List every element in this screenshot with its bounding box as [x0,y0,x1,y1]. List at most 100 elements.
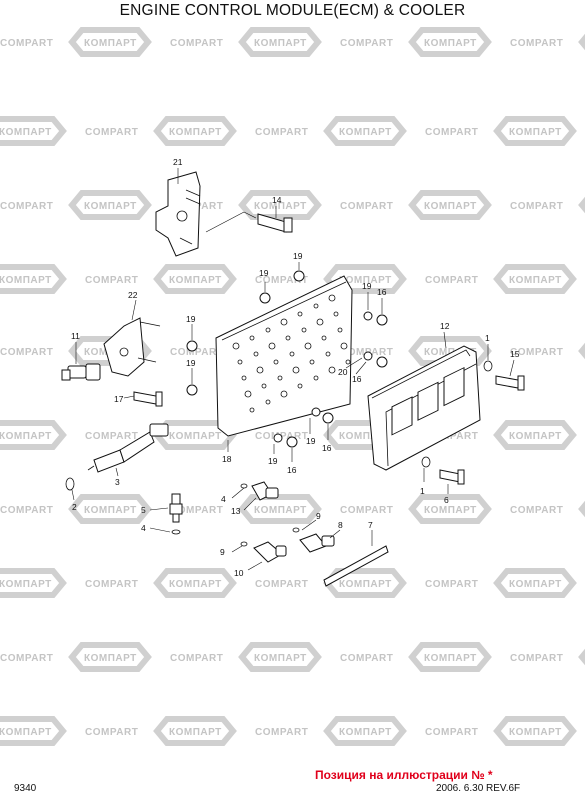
watermark-text-right: COMPART [170,38,223,49]
plate-hole [249,335,255,341]
bolt-17 [123,391,163,407]
o-ring-2 [65,477,75,501]
plate-hole [325,351,331,357]
sensor-13 [231,481,279,511]
watermark-text-right: COMPART [510,38,563,49]
plate-hole [261,383,267,389]
watermark-text-right: COMPART [85,727,138,738]
watermark-logo: КОМПАРТ COMPART [157,719,308,743]
callout-16-b: 16 [352,374,362,384]
watermark-text-right: COMPART [170,347,223,358]
callout-labels: 21 14 22 11 17 19 19 19 19 19 19 19 16 1… [71,157,520,578]
watermark-text-left: КОМПАРТ [84,38,137,49]
plate-hole [333,311,339,317]
watermark-logo: КОМПАРТ COMPART [242,193,393,217]
watermark-text-right: COMPART [340,653,393,664]
plate-hole [340,342,348,350]
plate-hole [253,351,259,357]
watermark-text-right: COMPART [0,653,53,664]
callout-15: 15 [510,349,520,359]
watermark-logo: КОМПАРТ COMPART [72,30,223,54]
callout-14: 14 [272,195,282,205]
bracket-22 [103,299,161,377]
watermark-text-right: COMPART [340,38,393,49]
plate-hole [280,318,288,326]
plate-hole [265,327,271,333]
plate-hole [268,342,276,350]
watermark-text-right: COMPART [170,653,223,664]
callout-19-b: 19 [293,251,303,261]
washer-1-lower [421,456,431,482]
watermark-text-left: КОМПАРТ [254,653,307,664]
watermark-text-right: COMPART [0,347,53,358]
watermark-text-right: COMPART [425,127,478,138]
watermark-logo: КОМПАРТ COMPART [242,30,393,54]
callout-3: 3 [115,477,120,487]
watermark-text-right: COMPART [255,275,308,286]
watermark-logo: КОМПАРТ COMPART [0,719,138,743]
callout-10: 10 [234,568,244,578]
watermark-text-right: COMPART [85,275,138,286]
plate-hole [313,303,319,309]
callout-19-e: 19 [362,281,372,291]
watermark-text-right: COMPART [0,38,53,49]
watermark-text-left: КОМПАРТ [0,727,52,738]
watermark-text-left: КОМПАРТ [0,579,52,590]
plate-hole [316,318,324,326]
bolt-6 [439,469,465,494]
watermark-text-left: КОМПАРТ [254,38,307,49]
callout-7: 7 [368,520,373,530]
watermark-text-left: КОМПАРТ [509,431,562,442]
plate-hole [256,366,264,374]
watermark-text-left: КОМПАРТ [169,579,222,590]
watermark-text-left: КОМПАРТ [254,201,307,212]
callout-19-f: 19 [306,436,316,446]
watermark-logo: КОМПАРТ COMPART [0,267,138,291]
plate-hole [337,327,343,333]
callout-19-a: 19 [259,268,269,278]
watermark-text-right: COMPART [510,505,563,516]
watermark-text-right: COMPART [340,201,393,212]
nut-washer-group [186,262,388,462]
callout-2: 2 [72,502,77,512]
plate-hole [277,375,283,381]
plate-hole [292,366,300,374]
watermark-text-left: КОМПАРТ [169,727,222,738]
watermark-text-left: КОМПАРТ [169,275,222,286]
plate-hole [244,390,252,398]
watermark-text-left: КОМПАРТ [339,275,392,286]
callout-19-d: 19 [186,358,196,368]
callout-19-g: 19 [268,456,278,466]
watermark-text-left: КОМПАРТ [0,275,52,286]
callout-1-b: 1 [420,486,425,496]
callout-13: 13 [231,506,241,516]
plate-hole [265,399,271,405]
plate-hole [273,359,279,365]
watermark-text-right: COMPART [255,727,308,738]
page-title: ENGINE CONTROL MODULE(ECM) & COOLER [119,2,466,19]
plate-hole [241,375,247,381]
callout-4-b: 4 [221,494,226,504]
bracket-21 [155,168,201,257]
watermark-text-right: COMPART [0,505,53,516]
sensor-3 [87,423,169,477]
callout-16-c: 16 [322,443,332,453]
plate-hole [313,375,319,381]
plate-hole [249,407,255,413]
plate-hole [328,294,336,302]
